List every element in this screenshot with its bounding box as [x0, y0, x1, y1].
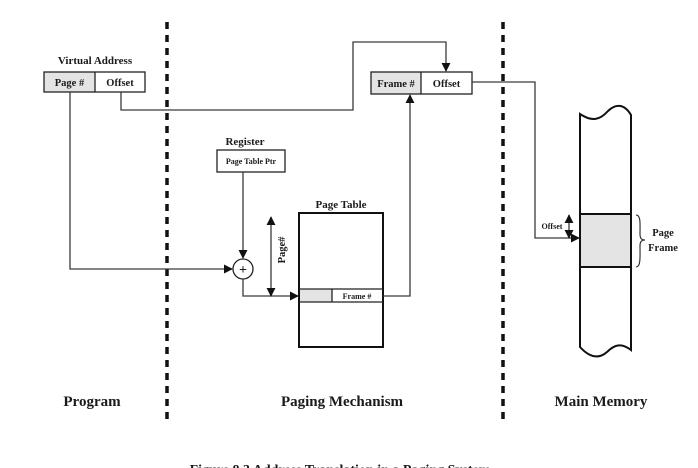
section-main-memory: Main Memory — [555, 394, 648, 410]
pa-offset-field: Offset — [433, 79, 461, 90]
physical-offset-connector — [472, 81, 580, 243]
va-page-field: Page # — [55, 78, 85, 89]
page-table-title: Page Table — [315, 199, 366, 211]
physical-address-box: Frame # Offset — [370, 71, 473, 95]
virtual-address-title: Virtual Address — [58, 55, 133, 67]
pa-frame-field: Frame # — [377, 79, 415, 90]
register-content: Page Table Ptr — [226, 157, 277, 166]
section-paging-mechanism: Paging Mechanism — [281, 394, 404, 410]
page-table: Frame # — [298, 212, 384, 348]
memory-offset-label: Offset — [542, 222, 563, 231]
register-title: Register — [225, 136, 264, 148]
page-frame-label-2: Frame — [648, 243, 678, 254]
page-frame-label-1: Page — [652, 228, 674, 239]
page-number-connector — [69, 92, 233, 274]
figure-caption: Figure 8.3 Address Translation in a Pagi… — [190, 463, 491, 468]
page-frame-brace — [635, 214, 646, 268]
adder-to-table-connector — [242, 279, 299, 301]
frame-number-connector — [383, 94, 415, 297]
adder-symbol: + — [239, 263, 247, 278]
register-box — [216, 149, 286, 173]
offset-connector — [120, 41, 451, 111]
virtual-address-box: Page # Offset — [43, 71, 146, 93]
section-program: Program — [63, 394, 121, 410]
page-index-label: Page# — [277, 236, 288, 264]
page-table-entry-frame: Frame # — [343, 292, 372, 301]
va-offset-field: Offset — [106, 78, 134, 89]
main-memory — [579, 104, 632, 358]
